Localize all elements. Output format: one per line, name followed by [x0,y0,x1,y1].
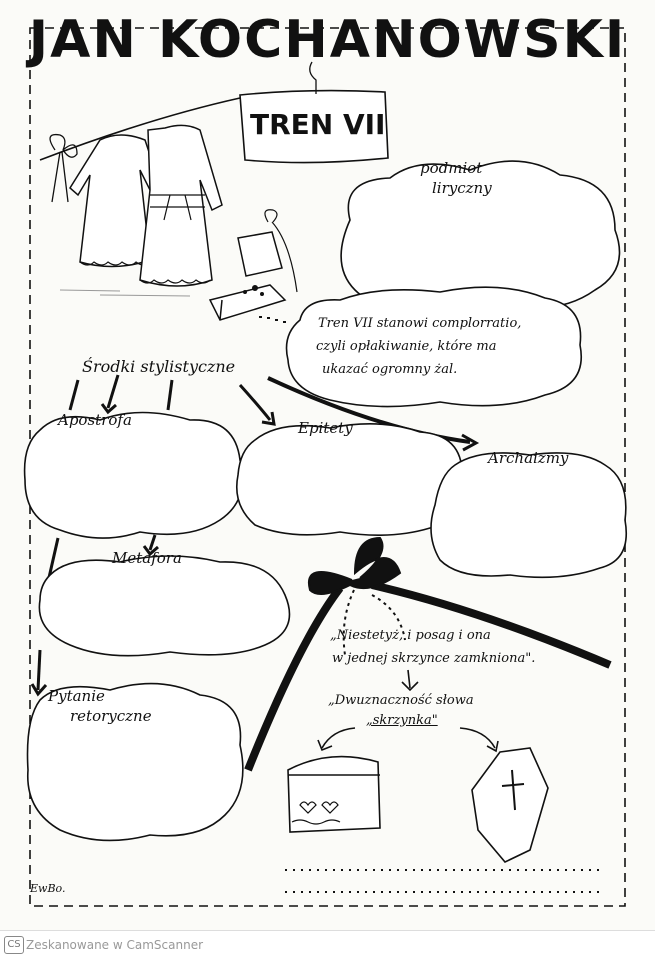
note-text-line: ukazać ogromny żal. [322,362,458,377]
apostrofa-label: Apostrofa [58,411,132,429]
podmiot-label: liryczny [432,179,492,197]
metafora-cloud [38,555,291,657]
pytanie-label: retoryczne [70,707,152,725]
ribbon-right [371,581,612,669]
tren-title: TREN VII [250,108,386,141]
note-text-line: czyli opłakiwanie, które ma [316,339,497,354]
ambiguity-line: „skrzynka" [366,713,438,728]
small-bow-icon [49,133,78,203]
archaizmy-label: Archaizmy [488,449,569,467]
note-text-line: Tren VII stanowi complorratio, [318,316,522,331]
coffin-icon [471,747,549,863]
scanner-watermark: Zeskanowane w CamScanner [26,938,204,952]
epitety-label: Epitety [298,419,353,437]
page-title: JAN KOCHANOWSKI [28,10,627,70]
title-plaque [239,89,389,164]
scanner-footer [0,930,655,961]
apostrofa-cloud [23,411,244,539]
srodki-heading: Środki stylistyczne [82,357,236,376]
author-signature: EwBo. [30,882,66,895]
camscanner-logo-icon: CS [4,936,24,954]
clothesline [39,97,241,161]
chest-icon [287,755,381,833]
quote-line: w jednej skrzynce zamkniona". [332,651,536,666]
quote-line: „Niestetyż, i posag i ona [330,628,491,643]
podmiot-label: podmiot [420,159,483,177]
pytanie-label: Pytanie [48,687,105,705]
archaizmy-cloud [430,452,627,579]
dotted-lines [285,869,600,893]
ribbon-left [244,585,344,772]
big-bow-icon [307,536,402,595]
metafora-label: Metafora [112,549,182,567]
ambiguity-line: „Dwuznaczność słowa [328,693,474,708]
sketch-drawing [23,27,627,907]
epitety-cloud [236,423,464,536]
note-cloud [285,286,582,408]
pytanie-cloud [26,682,244,842]
dress-icon [139,124,223,287]
jewelry-box-icon [208,231,287,321]
